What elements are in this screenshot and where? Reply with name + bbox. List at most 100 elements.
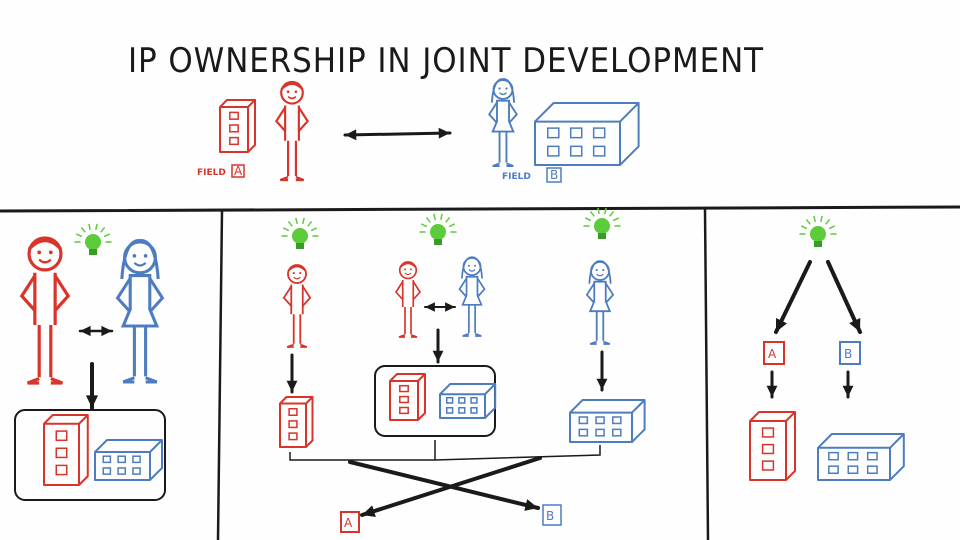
ray [295,217,298,225]
window [866,465,878,474]
lightbulb-icon [583,207,621,239]
arms [19,274,71,312]
arrow-head [438,127,450,139]
panel4-b-letter: B [844,347,852,361]
lightbulb-icon [74,223,112,255]
arrow-head [524,499,538,511]
window [132,455,141,464]
arrow-head [362,505,376,517]
window [569,127,583,139]
arrow-down-icon [766,370,778,399]
joint-box [14,409,166,501]
arrow-down-icon [432,328,444,364]
ray [448,223,455,228]
window [470,397,478,404]
dress [491,99,515,133]
hair [399,262,417,269]
window [458,407,466,414]
red-tower-building-icon [279,396,314,448]
window [612,428,622,437]
horizontal-divider [0,205,960,213]
arrow-shaft [826,260,862,334]
bulb-base [296,243,304,249]
window [399,384,409,393]
window [595,416,605,425]
building-outline [569,399,646,443]
panel4-b-box [839,341,861,365]
mouth [468,269,476,272]
ray [95,223,98,231]
arrow-head [80,325,91,337]
window [117,467,126,475]
head [398,261,418,280]
bottom-b-box [542,504,562,526]
feet [462,332,482,337]
arrow-down-icon [842,370,854,399]
ray [310,227,317,232]
field-a-label: FIELD [197,168,226,178]
window [761,460,775,471]
window [55,430,68,442]
ray [597,207,600,215]
eye [467,264,470,267]
blue-woman-figure [585,260,615,345]
window [117,455,126,464]
arms [394,281,422,301]
eye [474,264,477,267]
hair [490,78,516,103]
eye [404,268,406,271]
building-outline [94,439,163,481]
bulb-glass [292,228,308,244]
panel4-a-letter: A [768,347,777,361]
blue-wide-building-icon [569,399,646,443]
lightbulb-icon [799,215,837,247]
bottom-a-box [340,511,360,533]
blue-woman-figure [488,78,518,167]
window [592,127,606,139]
window [229,124,239,133]
legs [498,131,508,163]
feet [286,343,308,348]
hair [280,82,304,91]
mouth [287,95,297,100]
ray [806,219,811,225]
building-outline [43,414,89,486]
window [547,127,560,139]
feet [589,340,611,345]
window [578,428,589,437]
mouth [133,261,147,267]
cross-arrow-icon [348,460,540,511]
field-b-label: FIELD [502,172,531,182]
arrow-head [286,380,298,392]
legs [292,314,302,344]
window [578,416,589,425]
ray [421,223,428,228]
eye [143,254,148,258]
arrow-diag-icon [774,260,812,334]
arrow-head [85,395,99,408]
window [458,397,466,404]
field-b-box [546,167,562,183]
arms [115,277,165,314]
feet [279,176,305,182]
red-man-figure [19,236,71,385]
arrow-shaft [360,456,542,517]
eye [48,250,53,255]
window [55,464,68,476]
bracket-line [289,440,601,461]
blue-wide-building-icon [534,102,640,166]
ray [585,217,592,222]
legs [37,325,53,378]
field-a-box [231,164,245,178]
legs [468,304,476,333]
red-tower-building-icon [219,99,256,153]
ray [820,215,823,223]
arrow-head [776,318,787,332]
ray [302,217,305,225]
eye [410,268,412,271]
window [761,443,775,455]
bulb-base [434,239,442,245]
arrow-head [849,318,861,332]
bulb-base [89,249,97,255]
building-outline [817,433,905,481]
